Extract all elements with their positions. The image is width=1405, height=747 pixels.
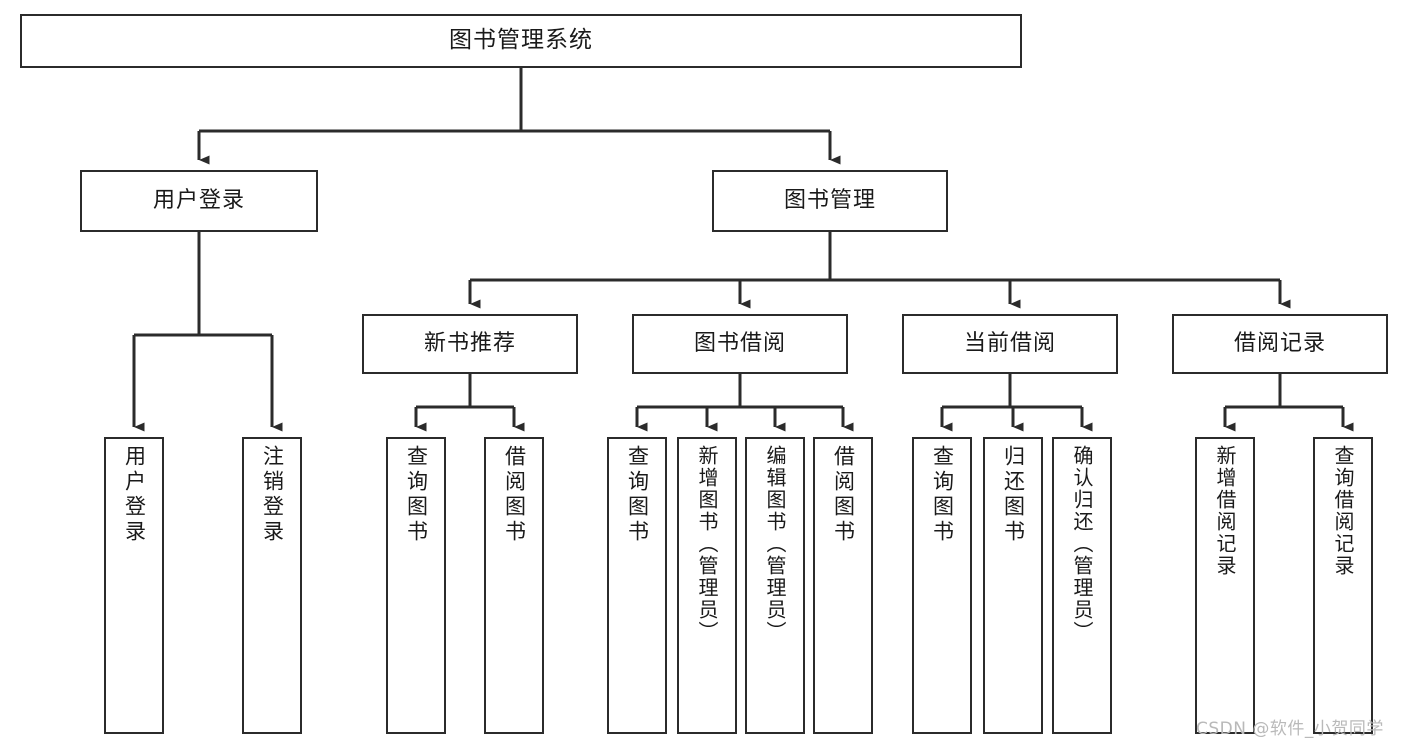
- node-user-login-label: 用户登录: [152, 188, 245, 214]
- node-new-book-recommend-label: 新书推荐: [423, 331, 516, 357]
- leaf-edit-book-admin-label: 编辑图书（管理员）: [763, 445, 787, 643]
- leaf-add-borrow-record[interactable]: 新增借阅记录: [1195, 437, 1255, 734]
- leaf-return-book[interactable]: 归还图书: [983, 437, 1043, 734]
- leaf-query-book-recommend-label: 查询图书: [404, 445, 429, 545]
- leaf-borrow-book-recommend-label: 借阅图书: [502, 445, 527, 545]
- leaf-add-book-admin-label: 新增图书（管理员）: [695, 445, 719, 643]
- leaf-query-book-borrow[interactable]: 查询图书: [607, 437, 667, 734]
- leaf-logout-login[interactable]: 注销登录: [242, 437, 302, 734]
- node-book-manage-label: 图书管理: [783, 188, 876, 214]
- leaf-query-book-current-label: 查询图书: [930, 445, 955, 545]
- node-root[interactable]: 图书管理系统: [20, 14, 1022, 68]
- node-current-borrow[interactable]: 当前借阅: [902, 314, 1118, 374]
- node-borrow-record-label: 借阅记录: [1233, 331, 1326, 357]
- leaf-query-book-recommend[interactable]: 查询图书: [386, 437, 446, 734]
- leaf-edit-book-admin[interactable]: 编辑图书（管理员）: [745, 437, 805, 734]
- leaf-borrow-book-label: 借阅图书: [831, 445, 856, 545]
- leaf-confirm-return-admin[interactable]: 确认归还（管理员）: [1052, 437, 1112, 734]
- csdn-watermark: CSDN @软件_小贺同学: [1196, 719, 1384, 739]
- leaf-query-borrow-record[interactable]: 查询借阅记录: [1313, 437, 1373, 734]
- leaf-return-book-label: 归还图书: [1001, 445, 1026, 545]
- node-user-login[interactable]: 用户登录: [80, 170, 318, 232]
- leaf-borrow-book[interactable]: 借阅图书: [813, 437, 873, 734]
- leaf-logout-login-label: 注销登录: [260, 445, 285, 545]
- leaf-user-login-label: 用户登录: [122, 445, 147, 545]
- leaf-add-book-admin[interactable]: 新增图书（管理员）: [677, 437, 737, 734]
- leaf-add-borrow-record-label: 新增借阅记录: [1213, 445, 1237, 577]
- node-root-label: 图书管理系统: [449, 27, 593, 54]
- leaf-query-book-current[interactable]: 查询图书: [912, 437, 972, 734]
- node-book-manage[interactable]: 图书管理: [712, 170, 948, 232]
- leaf-query-book-borrow-label: 查询图书: [625, 445, 650, 545]
- node-current-borrow-label: 当前借阅: [963, 331, 1056, 357]
- node-new-book-recommend[interactable]: 新书推荐: [362, 314, 578, 374]
- node-borrow-record[interactable]: 借阅记录: [1172, 314, 1388, 374]
- leaf-query-borrow-record-label: 查询借阅记录: [1331, 445, 1355, 577]
- node-book-borrow[interactable]: 图书借阅: [632, 314, 848, 374]
- leaf-confirm-return-admin-label: 确认归还（管理员）: [1070, 445, 1094, 643]
- leaf-user-login[interactable]: 用户登录: [104, 437, 164, 734]
- node-book-borrow-label: 图书借阅: [693, 331, 786, 357]
- leaf-borrow-book-recommend[interactable]: 借阅图书: [484, 437, 544, 734]
